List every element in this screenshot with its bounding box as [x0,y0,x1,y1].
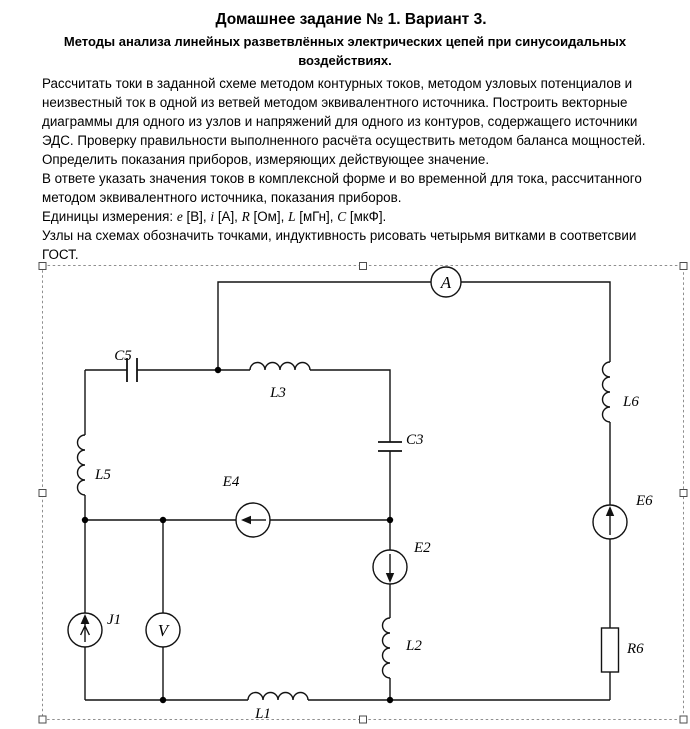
ammeter-letter: A [440,273,452,292]
unit-e: [В], [182,208,211,224]
selection-handle-middle-left[interactable] [38,489,47,497]
current-source-j1 [67,612,103,648]
unit-symbol-c: C [337,208,347,224]
label-l2: L2 [405,638,422,654]
circuit-diagram: A V C5 L3 C3 L5 E4 E2 [38,262,688,724]
doc-subtitle: Методы анализа линейных разветвлённых эл… [63,34,627,68]
voltmeter: V [145,612,181,648]
resistor-r6 [600,627,620,673]
unit-symbol-l: L [288,208,296,224]
unit-c: [мкФ]. [346,208,387,224]
paragraph-gost: Узлы на схемах обозначить точками, индук… [42,227,637,262]
circuit-wires [84,281,611,701]
label-r6: R6 [626,641,644,657]
unit-i: [А], [214,208,242,224]
inductor-l2 [381,617,391,679]
inductor-l5 [76,434,86,496]
emf-source-e6 [592,504,628,540]
label-l1: L1 [254,706,271,722]
circuit-nodes [81,366,394,704]
selection-handle-bottom-middle[interactable] [359,715,367,724]
capacitor-c5 [126,358,138,382]
component-labels: C5 L3 C3 L5 E4 E2 L2 L1 J1 L6 E6 R6 [94,348,653,722]
paragraph-task: Рассчитать токи в заданной схеме методом… [42,75,646,167]
selection-handle-bottom-right[interactable] [679,715,688,724]
selection-handle-top-left[interactable] [38,262,47,270]
doc-body: Рассчитать токи в заданной схеме методом… [42,74,664,264]
selection-handle-top-middle[interactable] [359,262,367,270]
emf-source-e4 [235,502,271,538]
selection-handles[interactable] [38,262,688,724]
unit-symbol-i: i [210,208,215,224]
circuit-figure[interactable]: A V C5 L3 C3 L5 E4 E2 [0,262,690,724]
unit-l: [мГн], [295,208,338,224]
selection-handle-middle-right[interactable] [679,489,688,497]
unit-r: [Ом], [249,208,289,224]
voltmeter-letter: V [158,621,171,640]
label-l6: L6 [622,394,639,410]
emf-source-e2 [372,549,408,585]
inductor-l3 [249,361,311,371]
label-c3: C3 [406,432,424,448]
document-page: Домашнее задание № 1. Вариант 3. Методы … [0,10,690,724]
selection-border [42,265,684,720]
ammeter: A [430,266,462,298]
label-l3: L3 [269,385,286,401]
unit-symbol-r: R [241,208,250,224]
label-e6: E6 [635,493,653,509]
selection-handle-bottom-left[interactable] [38,715,47,724]
label-l5: L5 [94,467,111,483]
units-prefix: Единицы измерения: [42,208,177,224]
label-c5: C5 [114,348,132,364]
doc-title: Домашнее задание № 1. Вариант 3. [215,11,487,28]
label-e2: E2 [413,540,431,556]
unit-symbol-e: e [176,208,183,224]
selection-handle-top-right[interactable] [679,262,688,270]
capacitor-c3 [378,441,402,452]
label-e4: E4 [222,474,240,490]
paragraph-units: Единицы измерения: e [В], i [А], R [Ом],… [42,207,664,226]
inductor-l6 [601,361,611,423]
label-j1: J1 [107,612,121,628]
inductor-l1 [247,691,309,701]
paragraph-answer: В ответе указать значения токов в компле… [42,170,642,205]
